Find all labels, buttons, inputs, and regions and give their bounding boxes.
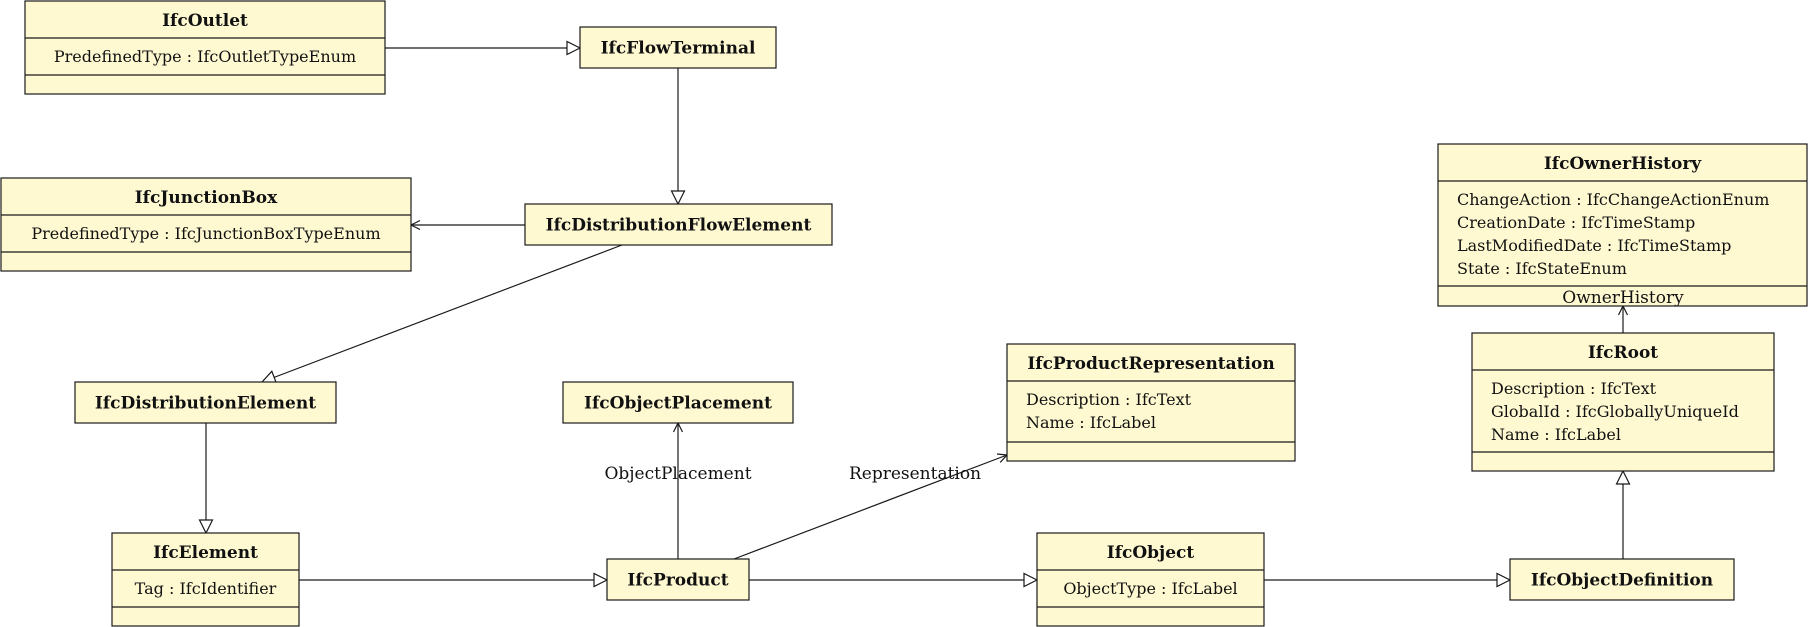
generalization-arrowhead (198, 519, 214, 535)
relation-label: OwnerHistory (1562, 288, 1684, 308)
class-box-frame (0, 177, 412, 272)
class-name: IfcJunctionBox (135, 188, 278, 208)
class-name: IfcObject (1107, 543, 1195, 563)
class-name: IfcObjectDefinition (1531, 571, 1713, 591)
class-box-distribution-element: IfcDistributionElement (74, 381, 337, 424)
generalization-arrowhead (1496, 572, 1512, 588)
relation-generalization (299, 572, 609, 588)
class-box-frame (606, 558, 750, 601)
class-name: IfcOwnerHistory (1544, 154, 1702, 174)
relation-generalization (198, 423, 214, 535)
relation-generalization (670, 68, 686, 206)
generalization-arrowhead (566, 40, 582, 56)
class-box-frame (562, 381, 794, 424)
class-box-frame (1509, 558, 1735, 601)
class-attribute: CreationDate : IfcTimeStamp (1457, 213, 1695, 232)
generalization-arrowhead (593, 572, 609, 588)
class-name: IfcObjectPlacement (584, 394, 772, 414)
class-box-distribution-flow-element: IfcDistributionFlowElement (524, 203, 833, 246)
relation-generalization (260, 244, 623, 385)
class-box-object-placement: IfcObjectPlacement (562, 381, 794, 424)
relation-line (733, 454, 1008, 560)
class-attribute: GlobalId : IfcGloballyUniqueId (1491, 402, 1739, 421)
class-attribute: ChangeAction : IfcChangeActionEnum (1457, 190, 1769, 209)
relation-generalization (749, 572, 1039, 588)
class-attribute: Description : IfcText (1026, 390, 1192, 409)
class-name: IfcFlowTerminal (601, 39, 756, 59)
generalization-arrowhead (1615, 469, 1631, 485)
class-name: IfcDistributionFlowElement (546, 216, 812, 236)
class-attribute: Name : IfcLabel (1491, 425, 1621, 444)
generalization-arrowhead (670, 190, 686, 206)
class-box-frame (1437, 143, 1808, 307)
class-attribute: PredefinedType : IfcOutletTypeEnum (54, 47, 356, 66)
relation-association (672, 421, 684, 559)
generalization-arrowhead (1023, 572, 1039, 588)
relation-line (273, 244, 623, 378)
class-attribute: Description : IfcText (1491, 379, 1657, 398)
relation-label: ObjectPlacement (604, 464, 751, 484)
class-box-flow-terminal: IfcFlowTerminal (579, 26, 777, 69)
class-box-frame (74, 381, 337, 424)
class-attribute: Tag : IfcIdentifier (135, 579, 277, 598)
class-box-frame (1036, 532, 1265, 627)
class-name: IfcRoot (1588, 343, 1658, 363)
class-box-frame (524, 203, 833, 246)
class-box-frame (24, 0, 386, 95)
class-attribute: PredefinedType : IfcJunctionBoxTypeEnum (31, 224, 380, 243)
class-name: IfcProduct (627, 571, 728, 591)
class-name: IfcDistributionElement (95, 394, 316, 414)
class-name: IfcOutlet (162, 11, 248, 31)
relation-label: Representation (849, 464, 981, 484)
class-name: IfcElement (153, 543, 258, 563)
class-box-product: IfcProduct (606, 558, 750, 601)
class-box-frame (579, 26, 777, 69)
class-attribute: ObjectType : IfcLabel (1063, 579, 1237, 598)
relation-association (1617, 304, 1629, 333)
class-box-frame (111, 532, 300, 627)
relation-generalization (1615, 469, 1631, 559)
relation-labels-layer: ObjectPlacement Representation OwnerHistor… (604, 288, 1684, 484)
class-box-object-definition: IfcObjectDefinition (1509, 558, 1735, 601)
relation-generalization (1264, 572, 1512, 588)
class-attribute: Name : IfcLabel (1026, 413, 1156, 432)
class-box-frame (1471, 332, 1775, 472)
relation-association (409, 219, 525, 231)
relation-generalization (385, 40, 582, 56)
relations-layer (198, 40, 1631, 588)
class-name: IfcProductRepresentation (1027, 354, 1274, 374)
class-attribute: LastModifiedDate : IfcTimeStamp (1457, 236, 1731, 255)
class-attribute: State : IfcStateEnum (1457, 259, 1627, 278)
